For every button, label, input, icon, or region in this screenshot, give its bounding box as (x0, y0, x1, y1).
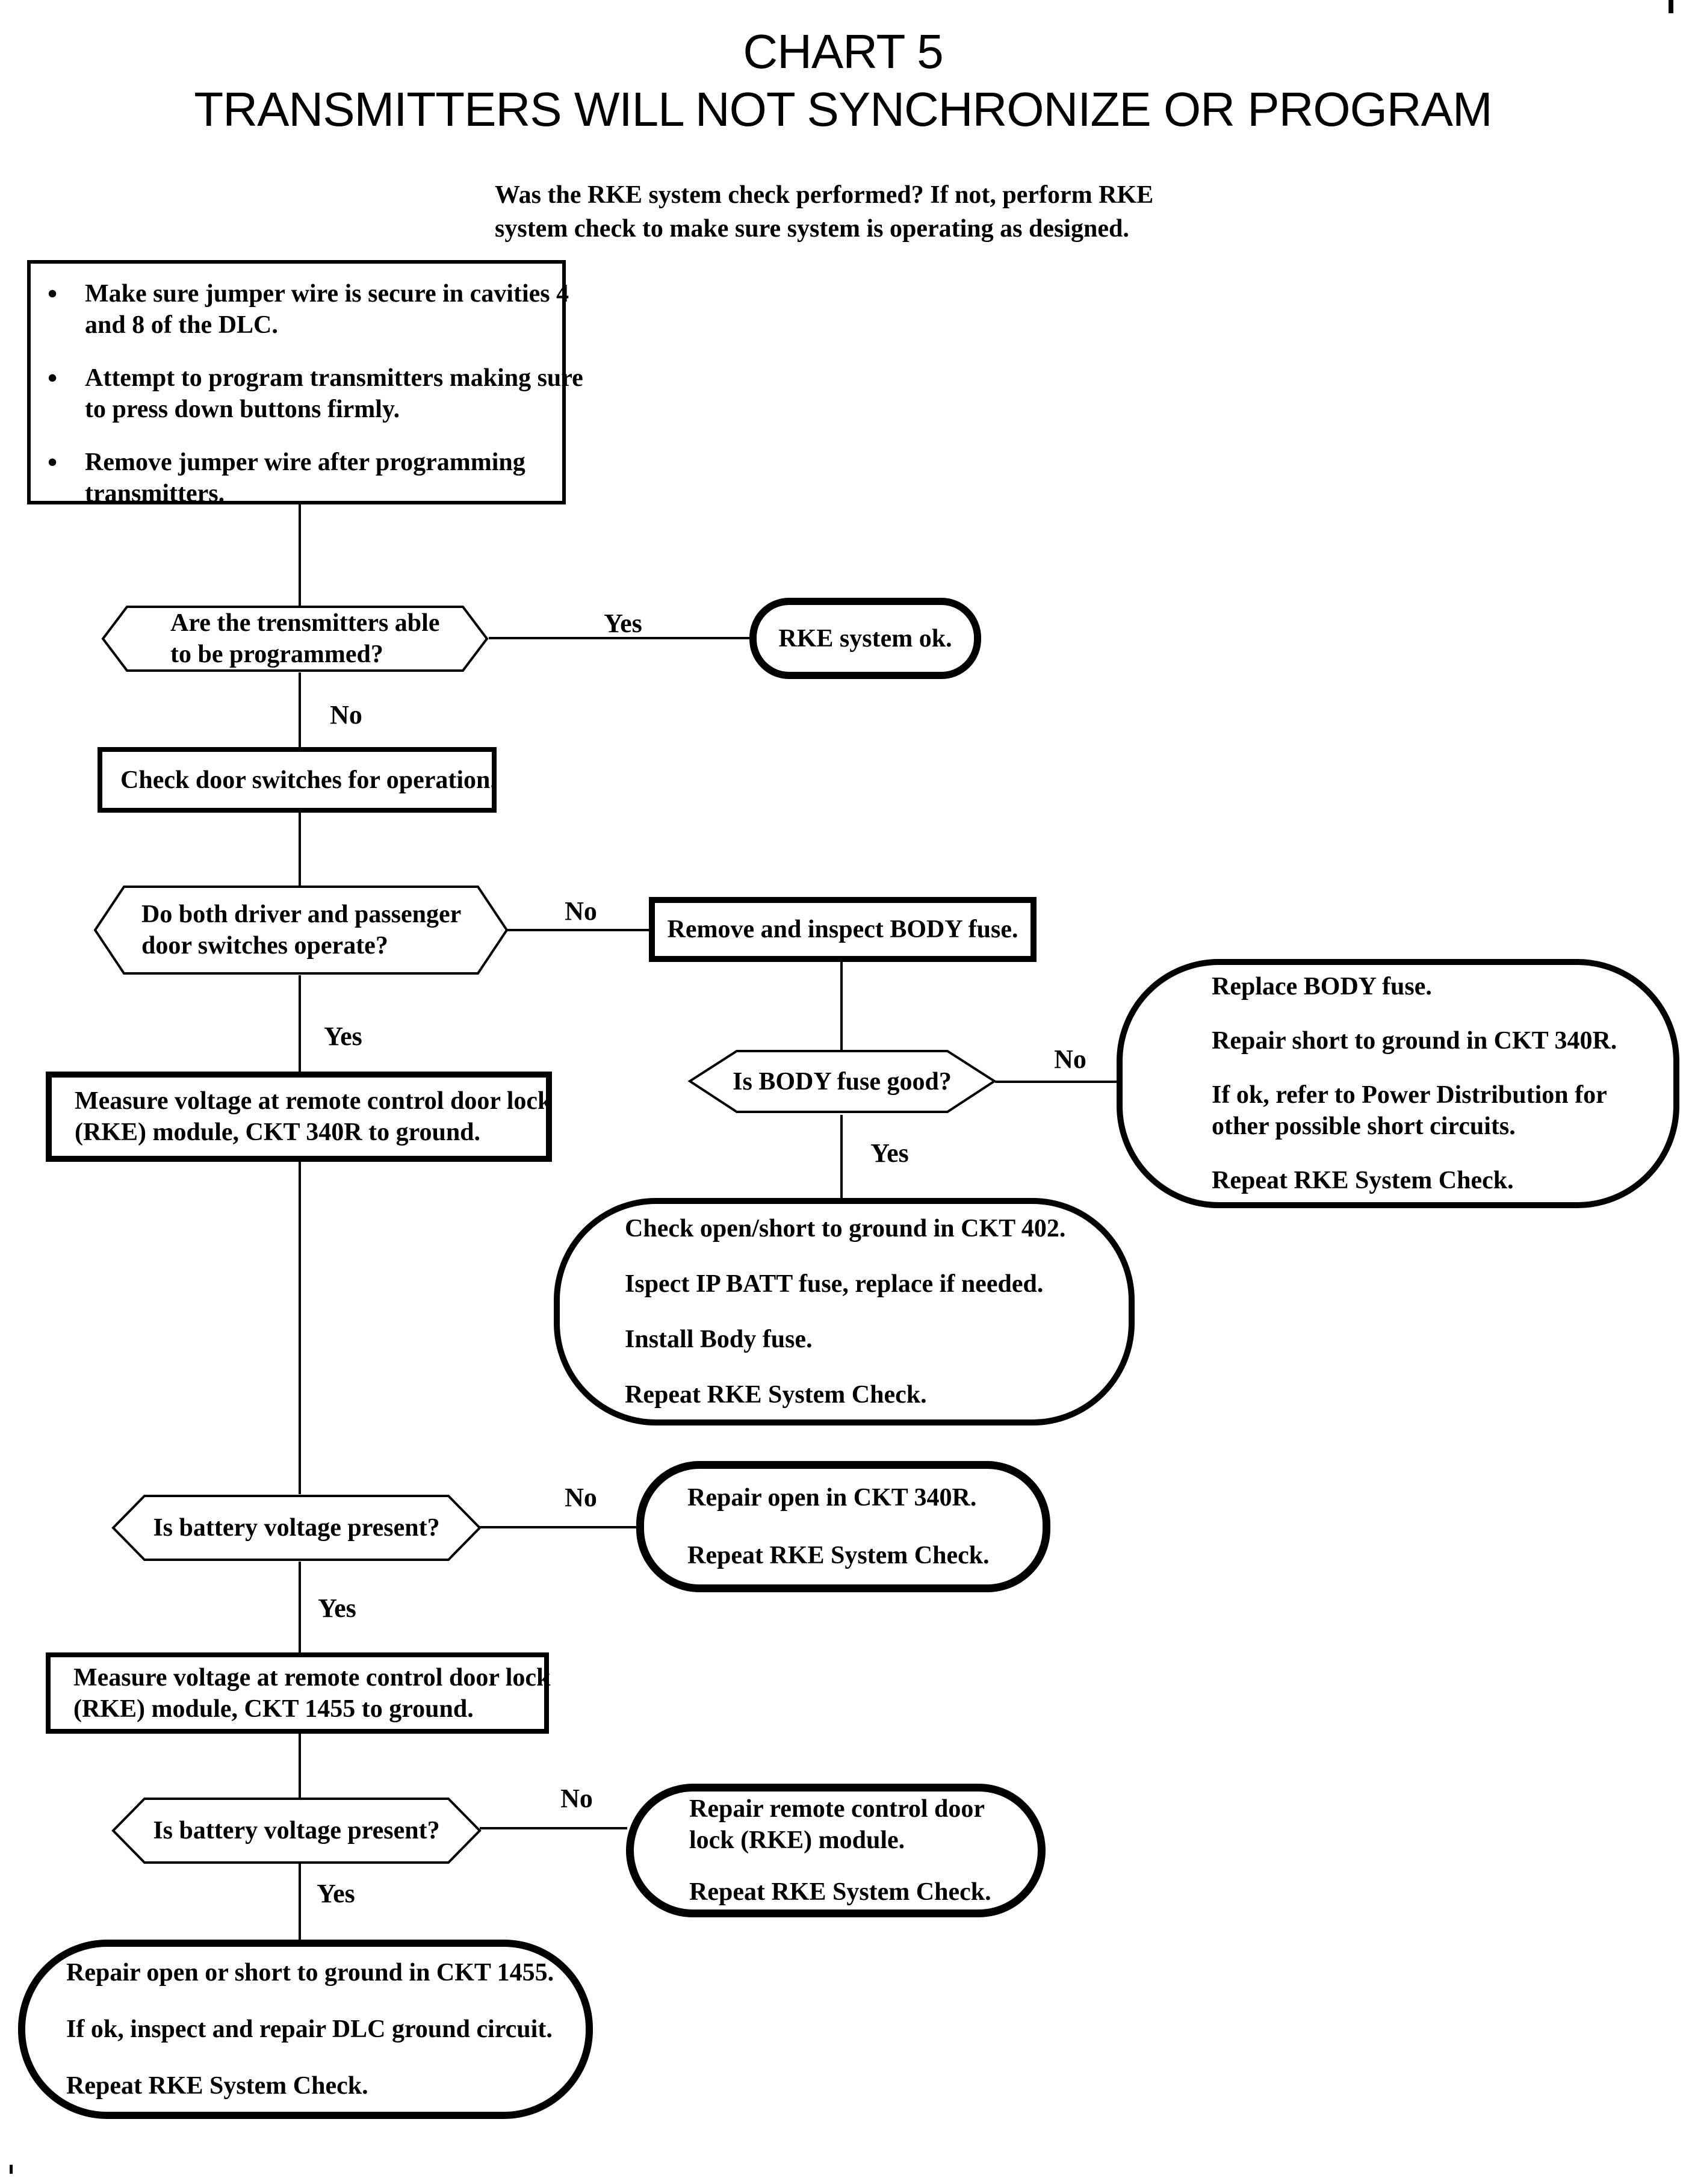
bullet-line: Remove jumper wire after programming (85, 448, 525, 476)
node-text: Remove and inspect BODY fuse. (667, 916, 1018, 943)
bullet-item-program-transmitters: • Attempt to program transmitters making… (48, 362, 583, 425)
action-text-line: Repeat RKE System Check. (66, 2072, 368, 2100)
action-text-line: lock (RKE) module. (689, 1826, 905, 1854)
scan-artifact-mark (1669, 0, 1673, 13)
label-yes: Yes (318, 1593, 356, 1623)
decision-battery-voltage-2: Is battery voltage present? (111, 1797, 482, 1864)
label-yes: Yes (324, 1022, 362, 1051)
process-measure-ckt1455: Measure voltage at remote control door l… (46, 1652, 551, 1734)
node-text: Check door switches for operation. (120, 766, 497, 794)
bullet-item-remove-jumper: • Remove jumper wire after programming t… (48, 447, 562, 509)
chart-title-line2: TRANSMITTERS WILL NOT SYNCHRONIZE OR PRO… (194, 82, 1492, 136)
decision-battery-voltage-1: Is battery voltage present? (111, 1494, 482, 1562)
intro-note: Was the RKE system check performed? If n… (495, 178, 1153, 246)
bullet-item-jumper-wire: • Make sure jumper wire is secure in cav… (48, 278, 569, 341)
bullet-icon: • (48, 447, 58, 477)
action-text-line: Repeat RKE System Check. (689, 1878, 991, 1906)
connector-line (840, 1115, 843, 1199)
node-text-line: (RKE) module, CKT 1455 to ground. (73, 1695, 474, 1723)
connector-line (840, 962, 843, 1050)
action-text-line: Ispect IP BATT fuse, replace if needed. (625, 1270, 1044, 1298)
decision-body-fuse-good: Is BODY fuse good? (688, 1049, 996, 1114)
process-check-door-switches: Check door switches for operation. (98, 747, 497, 813)
decision-text-line: to be programmed? (170, 641, 383, 668)
action-check-ckt402: Check open/short to ground in CKT 402. I… (554, 1198, 1135, 1425)
action-repair-ckt1455: Repair open or short to ground in CKT 14… (18, 1940, 593, 2119)
bullet-line: to press down buttons firmly. (85, 396, 400, 423)
action-repair-open-ckt340r: Repair open in CKT 340R. Repeat RKE Syst… (636, 1461, 1050, 1592)
label-no: No (565, 896, 597, 926)
connector-line (480, 1827, 627, 1829)
hexagon-shape (93, 886, 509, 975)
intro-note-line2: system check to make sure system is oper… (495, 215, 1129, 243)
label-no: No (565, 1483, 597, 1512)
decision-text-line: Is battery voltage present? (153, 1817, 440, 1844)
connector-line (489, 637, 750, 639)
action-text-line: Repeat RKE System Check. (687, 1542, 990, 1569)
bullet-icon: • (48, 278, 58, 309)
scan-artifact-mark (10, 2165, 13, 2174)
connector-line (299, 672, 301, 748)
node-text: RKE system ok. (778, 624, 952, 653)
preparation-steps-box: • Make sure jumper wire is secure in cav… (27, 260, 583, 507)
terminal-rke-system-ok: RKE system ok. (749, 598, 981, 679)
action-text-line: Repair open in CKT 340R. (687, 1484, 977, 1512)
bullet-icon: • (48, 362, 58, 393)
label-no: No (1054, 1044, 1086, 1074)
bullet-line: Attempt to program transmitters making s… (85, 364, 583, 392)
connector-line (299, 504, 301, 607)
connector-line (299, 1863, 301, 1941)
bullet-line: transmitters. (85, 480, 225, 507)
connector-line (480, 1526, 637, 1528)
decision-door-switches: Do both driver and passenger door switch… (93, 885, 509, 975)
connector-line (299, 975, 301, 1073)
process-remove-inspect-body-fuse: Remove and inspect BODY fuse. (649, 897, 1037, 962)
action-text-line: Repeat RKE System Check. (1212, 1167, 1514, 1194)
bullet-line: and 8 of the DLC. (85, 311, 278, 339)
action-text-line: If ok, inspect and repair DLC ground cir… (66, 2015, 553, 2043)
label-yes: Yes (604, 609, 642, 638)
connector-line (299, 1734, 301, 1798)
hexagon-shape (111, 1798, 482, 1864)
process-measure-ckt340r: Measure voltage at remote control door l… (46, 1072, 552, 1162)
label-yes: Yes (317, 1879, 355, 1908)
connector-line (299, 1162, 301, 1494)
action-text-line: If ok, refer to Power Distribution for (1212, 1081, 1607, 1109)
action-text-line: Repeat RKE System Check. (625, 1381, 927, 1409)
hexagon-shape (111, 1495, 482, 1561)
action-text-line: other possible short circuits. (1212, 1112, 1516, 1140)
chart-title-line1: CHART 5 (743, 25, 943, 78)
action-text-line: Repair open or short to ground in CKT 14… (66, 1959, 554, 1987)
action-text-line: Install Body fuse. (625, 1326, 813, 1353)
label-yes: Yes (870, 1138, 909, 1168)
decision-text-line: Is BODY fuse good? (733, 1067, 952, 1096)
chart-title: CHART 5 TRANSMITTERS WILL NOT SYNCHRONIZ… (0, 23, 1686, 138)
action-text-line: Repair short to ground in CKT 340R. (1212, 1027, 1617, 1055)
decision-text-line: door switches operate? (141, 932, 388, 960)
decision-transmitters-programmable: Are the trensmitters able to be programm… (101, 605, 489, 672)
connector-line (995, 1081, 1118, 1083)
decision-text-line: Are the trensmitters able (170, 609, 440, 637)
intro-note-line1: Was the RKE system check performed? If n… (495, 181, 1154, 209)
node-text-line: Measure voltage at remote control door l… (75, 1087, 552, 1115)
decision-text-line: Is battery voltage present? (153, 1514, 440, 1542)
connector-line (507, 929, 650, 931)
hexagon-shape (688, 1050, 996, 1113)
decision-text-line: Do both driver and passenger (141, 901, 462, 928)
connector-line (299, 1562, 301, 1653)
action-text-line: Repair remote control door (689, 1795, 985, 1823)
label-no: No (560, 1784, 593, 1813)
label-no: No (330, 700, 362, 730)
node-text-line: (RKE) module, CKT 340R to ground. (75, 1118, 481, 1146)
action-replace-body-fuse: Replace BODY fuse. Repair short to groun… (1117, 959, 1679, 1208)
bullet-line: Make sure jumper wire is secure in cavit… (85, 280, 569, 308)
hexagon-shape (101, 606, 489, 672)
node-text-line: Measure voltage at remote control door l… (73, 1663, 551, 1692)
connector-line (299, 813, 301, 886)
action-text-line: Check open/short to ground in CKT 402. (625, 1215, 1066, 1242)
action-repair-rke-module: Repair remote control door lock (RKE) mo… (626, 1784, 1046, 1917)
action-text-line: Replace BODY fuse. (1212, 973, 1432, 1000)
